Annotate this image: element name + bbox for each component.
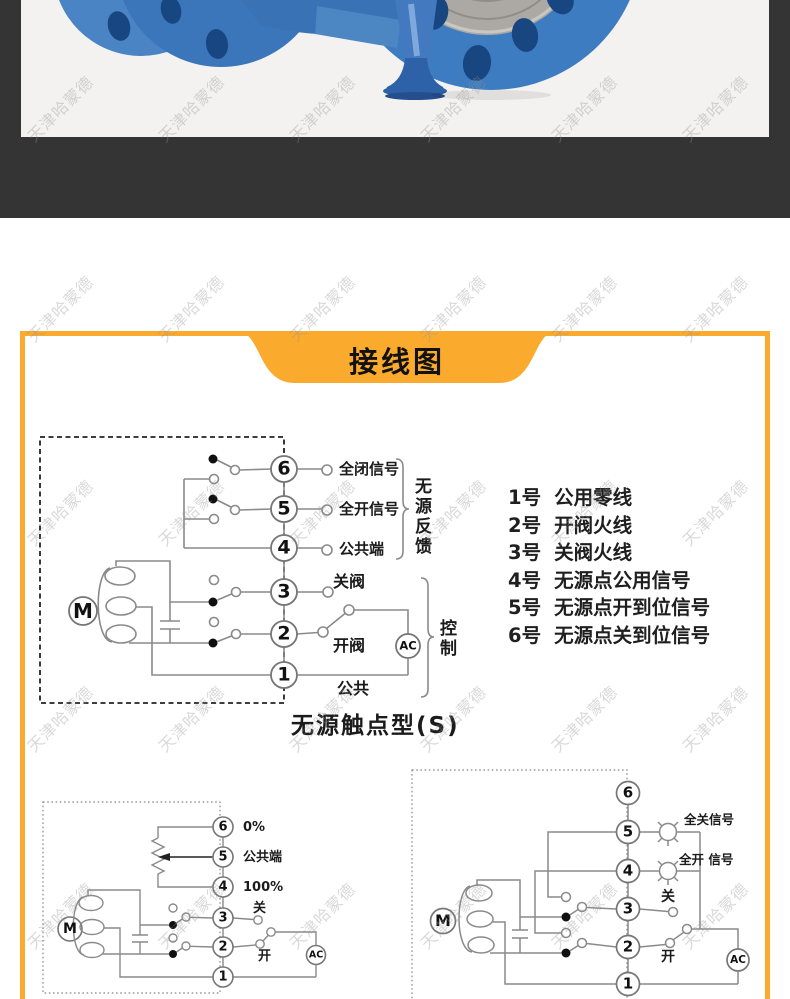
bolt-hole [205,29,229,59]
label-0-percent: 0% [243,820,266,835]
legend-row: 3号关阀火线 [508,537,710,565]
label-100-percent: 100% [243,880,284,895]
terminal-legend: 1号公用零线 2号开阀火线 3号关阀火线 4号无源点公用信号 5号无源点开到位信… [508,482,710,647]
terminal-3: 3 [277,580,291,603]
ac-label: AC [399,638,417,653]
terminal-4: 4 [277,536,291,559]
terminal-2: 2 [277,622,291,645]
terminal-5: 5 [622,822,634,841]
terminal-3: 3 [218,910,228,926]
legend-text: 无源点公用信号 [554,568,691,592]
terminal-2: 2 [622,937,634,956]
terminal-2: 2 [218,939,228,955]
legend-text: 无源点开到位信号 [554,596,711,620]
legend-num: 4号 [508,568,542,592]
terminal-1: 1 [218,969,228,985]
legend-num: 2号 [508,513,542,537]
terminal-4: 4 [622,861,634,880]
bolt-hole [107,11,131,41]
label-full-close-signal: 全关信号 [684,812,735,827]
disc-ring [470,0,504,2]
label-full-open-signal: 全开 信号 [679,852,734,867]
terminal-3: 3 [622,899,634,918]
section-title: 接线图 [348,345,445,379]
flange-shadow [431,90,551,100]
legend-row: 2号开阀火线 [508,510,710,538]
legend-num: 1号 [508,486,542,510]
section-tab: 接线图 [237,331,557,388]
label-common-terminal: 公共端 [243,850,283,865]
ac-label: AC [730,953,746,966]
legend-text: 关阀火线 [554,541,633,565]
legend-num: 3号 [508,541,542,565]
legend-text: 公用零线 [554,486,633,510]
terminal-6: 6 [218,819,228,835]
label-close: 关 [661,889,675,905]
motor-label: M [63,921,77,937]
diagram-caption: 无源触点型(S) [291,713,460,739]
disc-ring [413,0,561,34]
legend-row: 5号无源点开到位信号 [508,592,710,620]
bolt-hole [511,18,539,52]
photo-band [0,0,790,218]
terminal-1: 1 [277,663,291,686]
label-close-valve: 关阀 [333,572,366,591]
ac-label: AC [308,949,324,961]
valve-photo-illustration [59,0,630,100]
label-full-open-signal: 全开信号 [339,500,400,518]
product-photo [21,0,769,137]
terminal-5: 5 [277,497,291,520]
disc-ring [432,0,542,20]
legend-row: 4号无源点公用信号 [508,565,710,593]
legend-row: 6号无源点关到位信号 [508,620,710,648]
tab-shape [237,331,557,383]
terminal-5: 5 [218,849,228,865]
label-close: 关 [253,901,267,916]
label-common: 公共 [337,679,370,698]
bolt-hole [160,0,182,24]
legend-num: 6号 [508,623,542,647]
legend-text: 开阀火线 [554,513,633,537]
label-common-terminal: 公共端 [339,540,385,558]
legend-row: 1号公用零线 [508,482,710,510]
valve-foot [385,58,445,92]
bolt-hole [462,45,492,81]
legend-num: 5号 [508,596,542,620]
group-control-label: 控制 [436,619,456,659]
stem-highlight [408,3,420,57]
motor-label: M [435,911,451,930]
group-feedback-label: 无源反馈 [411,477,431,557]
terminal-6: 6 [277,457,291,480]
motor-label: M [73,599,93,623]
wiring-section-frame [20,331,770,999]
valve-foot-shadow [385,92,445,100]
valve-arm [315,6,401,48]
label-open: 开 [258,949,272,964]
bolt-hole [546,0,574,15]
terminal-4: 4 [218,879,228,895]
legend-text: 无源点关到位信号 [554,623,711,647]
label-full-close-signal: 全闭信号 [339,460,400,478]
terminal-1: 1 [622,974,634,993]
label-open-valve: 开阀 [333,636,366,655]
terminal-6: 6 [622,783,634,802]
label-open: 开 [661,949,675,965]
